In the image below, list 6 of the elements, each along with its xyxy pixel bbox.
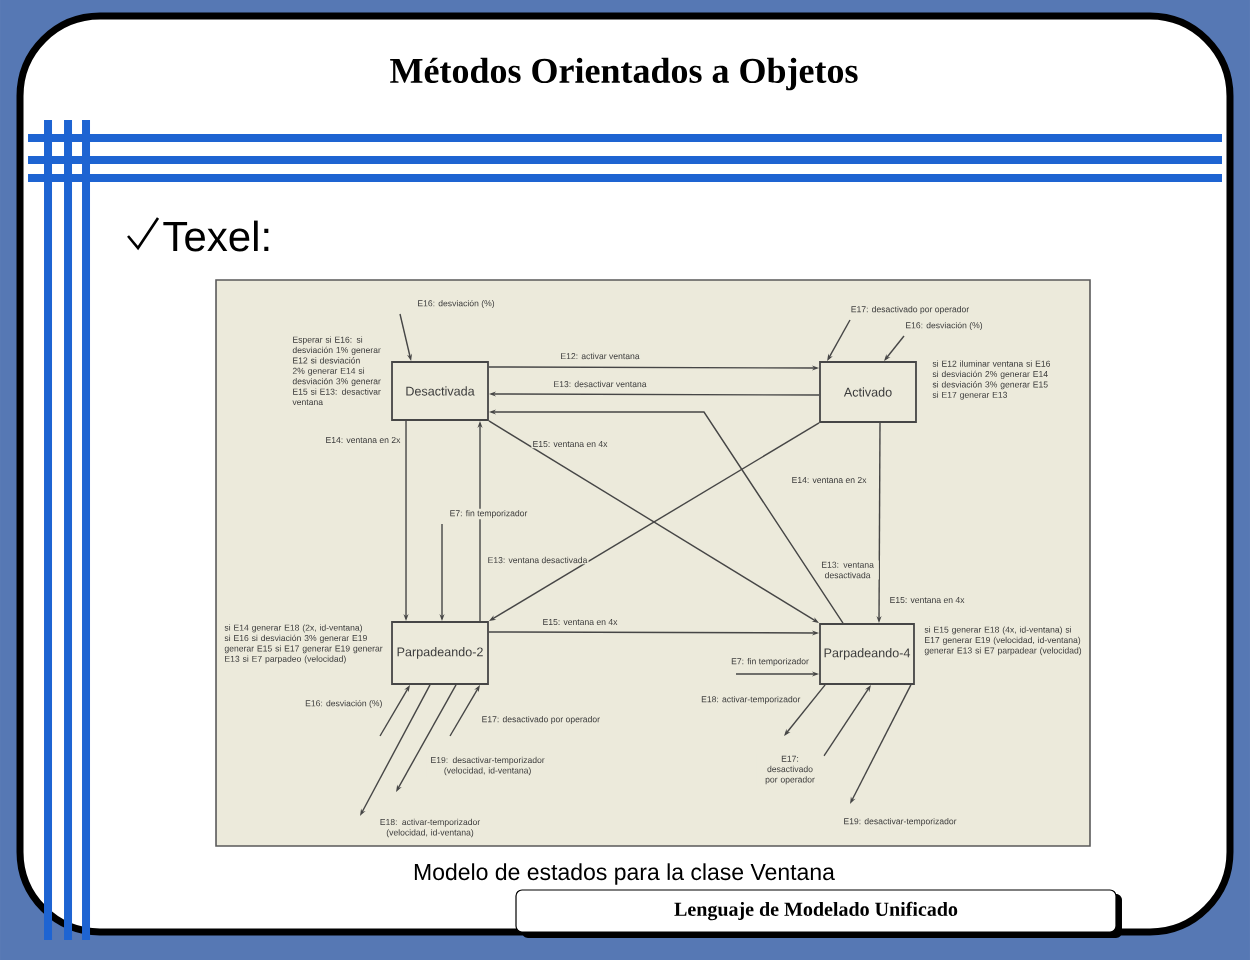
caption: Modelo de estados para la clase Ventana (414, 863, 835, 885)
arrow (784, 684, 826, 736)
slide-title: Métodos Orientados a Objetos (390, 57, 858, 91)
footer-banner: Lenguaje de Modelado Unificado (515, 889, 1117, 933)
heading-text: Texel: (163, 220, 269, 252)
arrow (396, 684, 457, 792)
